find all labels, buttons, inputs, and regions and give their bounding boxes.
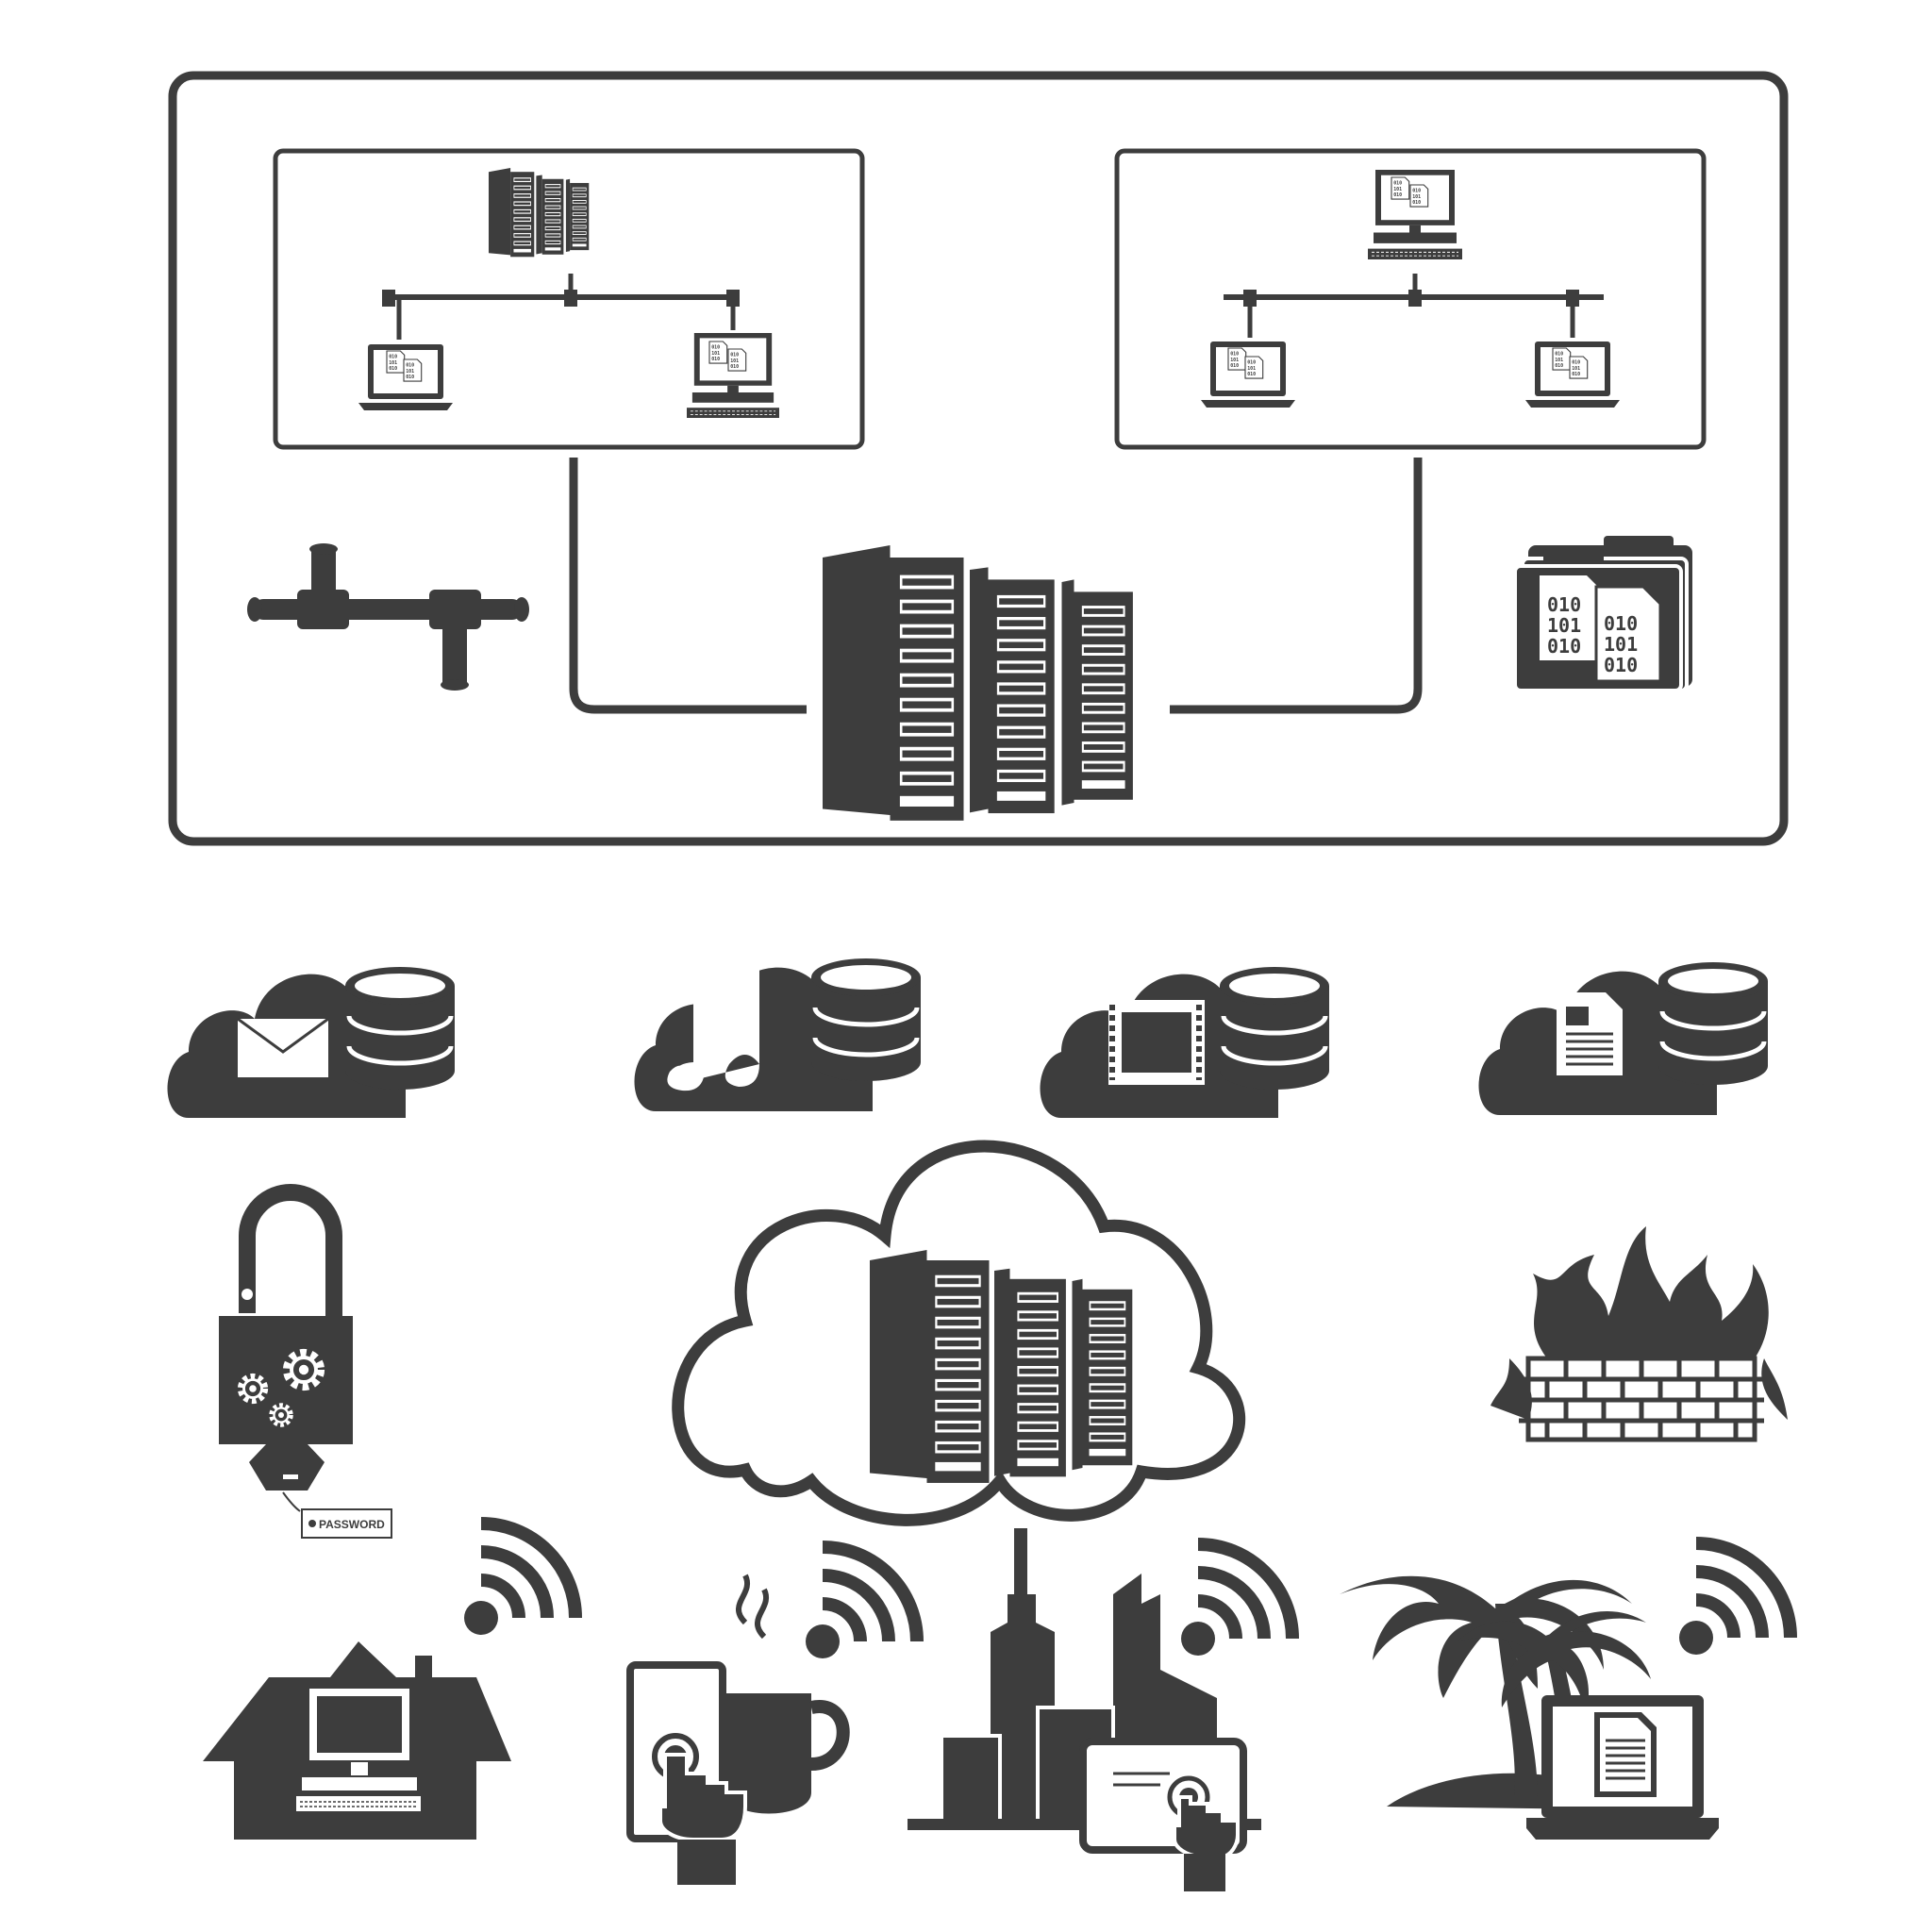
svg-text:010: 010	[1547, 593, 1581, 616]
svg-text:010: 010	[1547, 635, 1581, 658]
cloud-mail-database-icon	[167, 967, 456, 1118]
city-tablet-wifi-icon	[908, 1528, 1292, 1891]
svg-text:101: 101	[1604, 633, 1638, 656]
cloud-server-icon	[672, 1140, 1246, 1526]
svg-text:101: 101	[1547, 614, 1581, 637]
cloud-video-database-icon	[1040, 967, 1330, 1118]
right-laptop-icon-2	[1525, 341, 1620, 408]
svg-text:010: 010	[1604, 654, 1638, 676]
svg-text:PASSWORD: PASSWORD	[319, 1518, 385, 1531]
left-laptop-icon	[358, 344, 453, 410]
coffee-shop-tablet-wifi-icon	[626, 1547, 917, 1885]
cloud-music-database-icon	[634, 958, 922, 1111]
server-rack-icon	[823, 545, 1133, 821]
home-computer-wifi-icon	[203, 1524, 575, 1840]
left-server-rack-icon	[489, 168, 589, 257]
beach-laptop-wifi-icon	[1340, 1543, 1790, 1840]
right-laptop-icon-1	[1201, 341, 1295, 408]
left-desktop-icon	[686, 332, 780, 419]
binary-files-folder-icon: 010 101 010 010 101 010	[1513, 536, 1692, 692]
cloud-document-database-icon	[1478, 962, 1769, 1115]
firewall-icon	[1491, 1226, 1788, 1442]
svg-text:010: 010	[1604, 612, 1638, 635]
network-diagram-panel: 010 101 010 010 101 010	[168, 71, 1789, 846]
padlock-password-icon: PASSWORD	[219, 1184, 392, 1539]
right-desktop-icon	[1367, 169, 1463, 260]
pipe-connector-icon	[247, 543, 529, 691]
